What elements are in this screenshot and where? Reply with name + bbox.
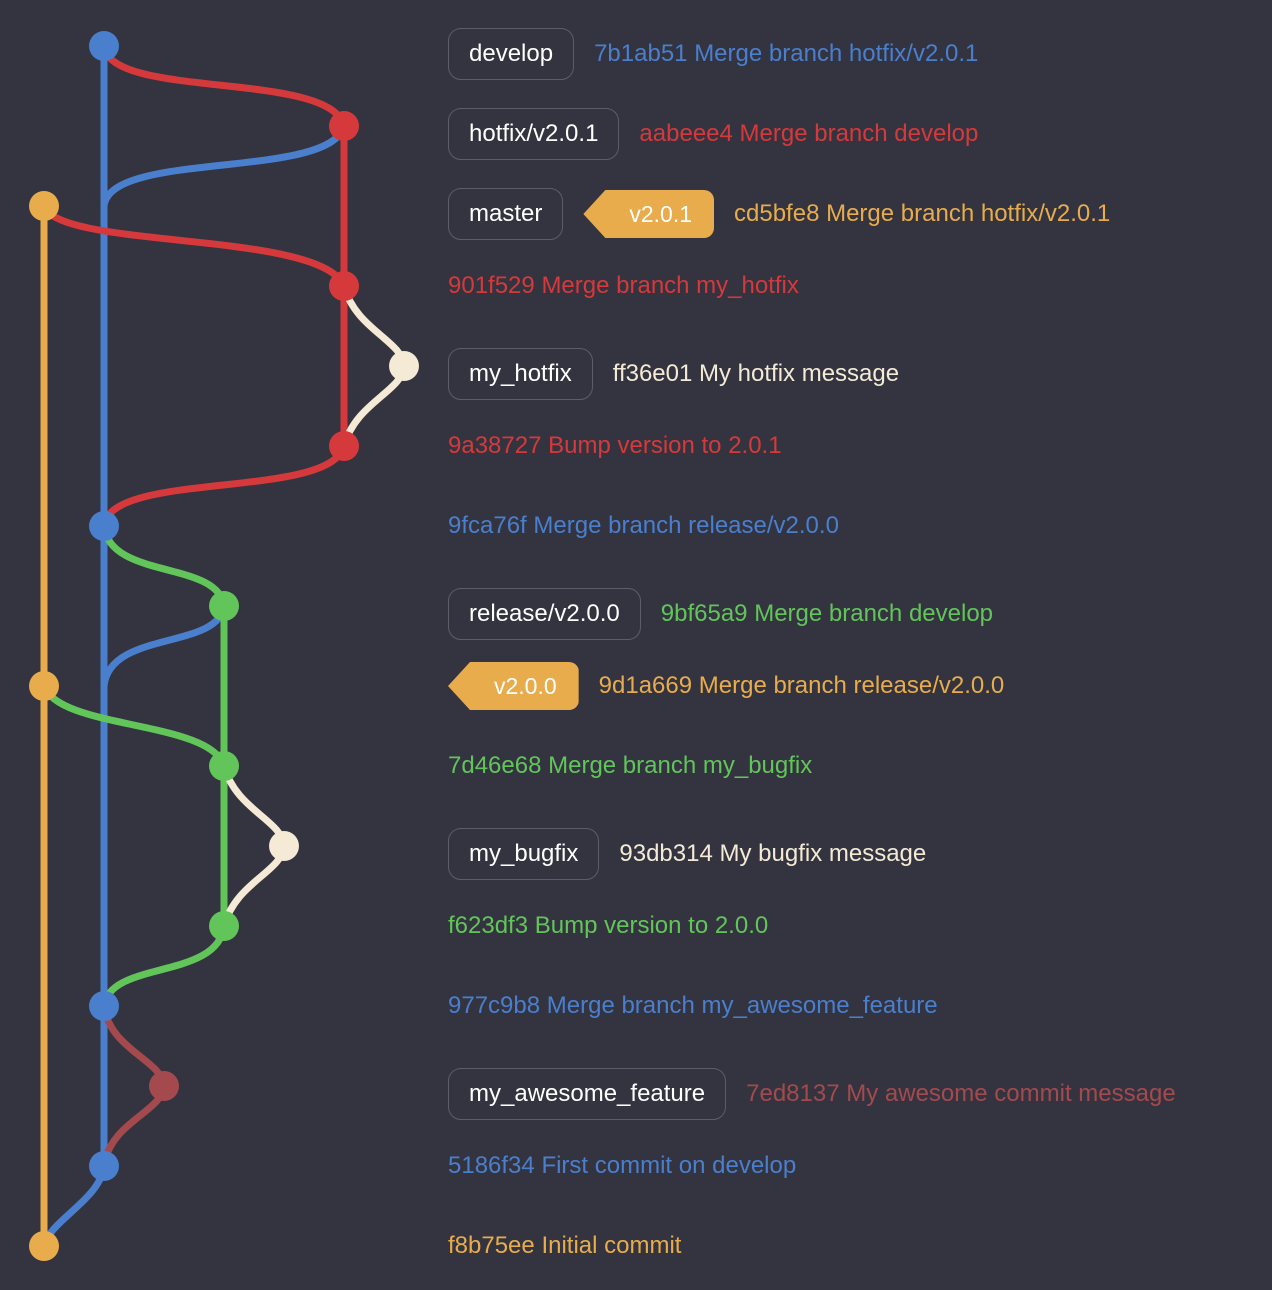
connector-develop-to-hotfix	[100, 42, 348, 130]
commit-message: 9d1a669 Merge branch release/v2.0.0	[599, 672, 1005, 700]
connector-master-to-release	[40, 682, 228, 770]
commit-text: Merge branch my_awesome_feature	[546, 992, 938, 1019]
commit-message: 7ed8137 My awesome commit message	[746, 1080, 1176, 1108]
commit-hash: 9fca76f	[448, 512, 527, 539]
commit-hash: ff36e01	[612, 360, 693, 387]
commit-message: 977c9b8 Merge branch my_awesome_feature	[448, 992, 938, 1020]
connector-develop-to-release	[100, 522, 228, 610]
commit-node[interactable]	[329, 111, 359, 141]
commit-hash: 7ed8137	[746, 1080, 840, 1107]
connector-release-start	[100, 922, 228, 1010]
connector-release-to-develop	[100, 602, 228, 690]
branch-label[interactable]: my_bugfix	[448, 828, 600, 880]
commit-text: Bump version to 2.0.0	[534, 912, 769, 939]
commit-hash: f8b75ee	[448, 1232, 535, 1259]
commit-hash: 901f529	[448, 272, 535, 299]
commit-hash: 977c9b8	[448, 992, 541, 1019]
git-graph	[29, 31, 419, 1261]
commit-message: 9bf65a9 Merge branch develop	[661, 600, 993, 628]
commit-node[interactable]	[209, 911, 239, 941]
commit-message: cd5bfe8 Merge branch hotfix/v2.0.1	[734, 200, 1110, 228]
commit-row[interactable]: 9a38727 Bump version to 2.0.1	[448, 418, 782, 474]
commit-message: 7b1ab51 Merge branch hotfix/v2.0.1	[594, 40, 978, 68]
commit-hash: aabeee4	[639, 120, 733, 147]
branch-label[interactable]: release/v2.0.0	[448, 588, 641, 640]
commit-hash: 9a38727	[448, 432, 542, 459]
commit-text: My bugfix message	[719, 840, 927, 867]
commit-text: First commit on develop	[541, 1152, 797, 1179]
commit-row[interactable]: 5186f34 First commit on develop	[448, 1138, 796, 1194]
commit-node[interactable]	[29, 671, 59, 701]
commit-row[interactable]: my_awesome_feature 7ed8137 My awesome co…	[448, 1066, 1176, 1122]
commit-row[interactable]: f8b75ee Initial commit	[448, 1218, 681, 1274]
commit-node[interactable]	[89, 991, 119, 1021]
commit-row[interactable]: release/v2.0.0 9bf65a9 Merge branch deve…	[448, 586, 993, 642]
commit-hash: cd5bfe8	[734, 200, 820, 227]
commit-row[interactable]: hotfix/v2.0.1 aabeee4 Merge branch devel…	[448, 106, 978, 162]
commit-text: Merge branch my_hotfix	[541, 272, 799, 299]
tag-label[interactable]: v2.0.1	[583, 190, 715, 238]
commit-message: ff36e01 My hotfix message	[613, 360, 899, 388]
commit-text: Merge branch hotfix/v2.0.1	[826, 200, 1111, 227]
commit-node[interactable]	[209, 751, 239, 781]
commit-text: Merge branch release/v2.0.0	[698, 672, 1005, 699]
commit-row[interactable]: master v2.0.1 cd5bfe8 Merge branch hotfi…	[448, 186, 1110, 242]
branch-label[interactable]: my_hotfix	[448, 348, 593, 400]
commit-text: Merge branch develop	[739, 120, 979, 147]
commit-hash: 9d1a669	[598, 672, 693, 699]
commit-node[interactable]	[29, 1231, 59, 1261]
connector-master-to-hotfix	[40, 202, 348, 290]
commit-message: aabeee4 Merge branch develop	[639, 120, 978, 148]
commit-node[interactable]	[89, 31, 119, 61]
commit-text: Merge branch my_bugfix	[548, 752, 813, 779]
commit-text: My awesome commit message	[846, 1080, 1176, 1107]
commit-text: Initial commit	[541, 1232, 682, 1259]
connector-hotfix-start	[100, 442, 348, 530]
commit-row[interactable]: 901f529 Merge branch my_hotfix	[448, 258, 799, 314]
commit-row[interactable]: f623df3 Bump version to 2.0.0	[448, 898, 768, 954]
branch-label[interactable]: my_awesome_feature	[448, 1068, 727, 1120]
branch-label[interactable]: hotfix/v2.0.1	[448, 108, 620, 160]
commit-hash: 5186f34	[448, 1152, 535, 1179]
commit-text: Merge branch develop	[754, 600, 994, 627]
commit-hash: f623df3	[448, 912, 529, 939]
branch-label[interactable]: master	[448, 188, 564, 240]
commit-message: 7d46e68 Merge branch my_bugfix	[448, 752, 812, 780]
commit-node[interactable]	[149, 1071, 179, 1101]
commit-message: 901f529 Merge branch my_hotfix	[448, 272, 799, 300]
commit-node[interactable]	[29, 191, 59, 221]
commit-row[interactable]: 7d46e68 Merge branch my_bugfix	[448, 738, 812, 794]
commit-row[interactable]: 977c9b8 Merge branch my_awesome_feature	[448, 978, 938, 1034]
commit-node[interactable]	[89, 511, 119, 541]
connector-hotfix-to-develop	[100, 122, 348, 210]
commit-row[interactable]: develop 7b1ab51 Merge branch hotfix/v2.0…	[448, 26, 978, 82]
commit-row[interactable]: my_bugfix 93db314 My bugfix message	[448, 826, 926, 882]
commit-node[interactable]	[329, 431, 359, 461]
commit-message: 93db314 My bugfix message	[619, 840, 926, 868]
branch-label[interactable]: develop	[448, 28, 575, 80]
commit-node[interactable]	[329, 271, 359, 301]
commit-node[interactable]	[209, 591, 239, 621]
commit-hash: 7b1ab51	[594, 40, 688, 67]
commit-hash: 93db314	[619, 840, 713, 867]
commit-hash: 9bf65a9	[660, 600, 748, 627]
commit-message: 5186f34 First commit on develop	[448, 1152, 796, 1180]
commit-message: f8b75ee Initial commit	[448, 1232, 681, 1260]
commit-row[interactable]: v2.0.0 9d1a669 Merge branch release/v2.0…	[448, 658, 1004, 714]
commit-text: Bump version to 2.0.1	[548, 432, 782, 459]
commit-hash: 7d46e68	[448, 752, 542, 779]
commit-message: f623df3 Bump version to 2.0.0	[448, 912, 768, 940]
tag-label[interactable]: v2.0.0	[448, 662, 579, 710]
commit-node[interactable]	[89, 1151, 119, 1181]
commit-message: 9a38727 Bump version to 2.0.1	[448, 432, 782, 460]
commit-node[interactable]	[389, 351, 419, 381]
commit-text: My hotfix message	[699, 360, 900, 387]
commit-node[interactable]	[269, 831, 299, 861]
commit-row[interactable]: 9fca76f Merge branch release/v2.0.0	[448, 498, 839, 554]
commit-row[interactable]: my_hotfix ff36e01 My hotfix message	[448, 346, 899, 402]
commit-text: Merge branch release/v2.0.0	[533, 512, 839, 539]
commit-text: Merge branch hotfix/v2.0.1	[694, 40, 979, 67]
commit-message: 9fca76f Merge branch release/v2.0.0	[448, 512, 839, 540]
